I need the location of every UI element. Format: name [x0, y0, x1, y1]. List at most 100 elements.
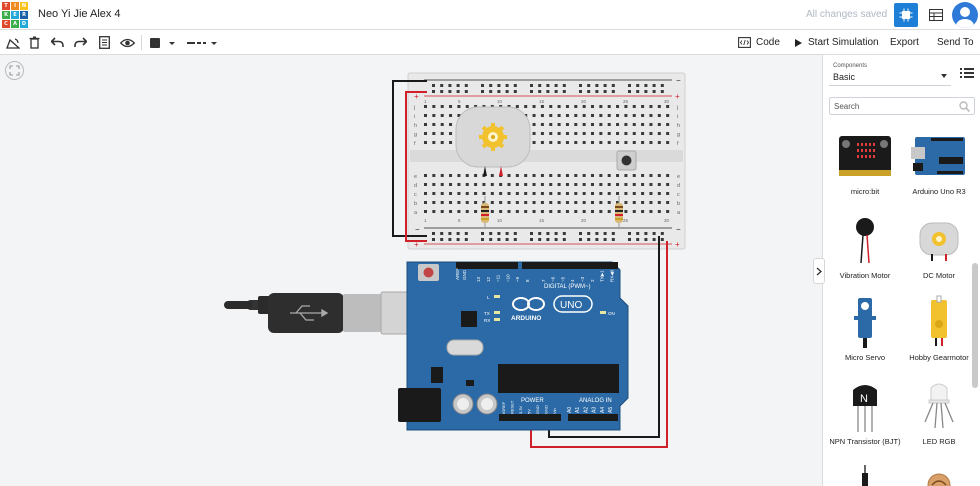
rail-hole[interactable]: [456, 90, 460, 93]
breadboard-hole[interactable]: [599, 114, 603, 117]
breadboard-hole[interactable]: [607, 114, 611, 117]
breadboard-hole[interactable]: [474, 174, 478, 177]
breadboard-hole[interactable]: [632, 192, 636, 195]
breadboard-hole[interactable]: [490, 192, 494, 195]
rail-hole[interactable]: [595, 238, 599, 241]
rail-hole[interactable]: [603, 84, 607, 87]
rail-hole[interactable]: [513, 238, 517, 241]
color-picker[interactable]: [147, 34, 179, 51]
rail-hole[interactable]: [546, 232, 550, 235]
breadboard-hole[interactable]: [649, 105, 653, 108]
breadboard-hole[interactable]: [449, 192, 453, 195]
breadboard-hole[interactable]: [540, 174, 544, 177]
rail-hole[interactable]: [448, 238, 452, 241]
rail-hole[interactable]: [652, 238, 656, 241]
breadboard-hole[interactable]: [616, 183, 620, 186]
breadboard-hole[interactable]: [557, 141, 561, 144]
wire-5v-arduino[interactable]: [530, 241, 668, 448]
breadboard-hole[interactable]: [624, 174, 628, 177]
rail-hole[interactable]: [562, 232, 566, 235]
breadboard-hole[interactable]: [591, 192, 594, 195]
breadboard-hole[interactable]: [457, 114, 461, 117]
breadboard-hole[interactable]: [565, 192, 569, 195]
breadboard-hole[interactable]: [524, 174, 528, 177]
breadboard-hole[interactable]: [432, 192, 436, 195]
rail-hole[interactable]: [636, 90, 640, 93]
breadboard-hole[interactable]: [607, 123, 611, 126]
circuit-view-button[interactable]: [894, 3, 918, 27]
breadboard-hole[interactable]: [599, 132, 603, 135]
breadboard-hole[interactable]: [666, 123, 670, 126]
breadboard-hole[interactable]: [607, 174, 611, 177]
breadboard-hole[interactable]: [449, 123, 453, 126]
breadboard-hole[interactable]: [432, 141, 436, 144]
rail-hole[interactable]: [440, 84, 444, 87]
user-avatar[interactable]: [952, 2, 978, 28]
breadboard-hole[interactable]: [641, 210, 645, 213]
breadboard-hole[interactable]: [582, 132, 586, 135]
component-microbit[interactable]: micro:bit: [827, 127, 903, 209]
breadboard-hole[interactable]: [591, 210, 594, 213]
breadboard-hole[interactable]: [465, 183, 469, 186]
rail-hole[interactable]: [432, 84, 435, 87]
breadboard-hole[interactable]: [649, 123, 653, 126]
breadboard-hole[interactable]: [657, 183, 661, 186]
wire-5v-rails[interactable]: [405, 91, 427, 242]
breadboard-hole[interactable]: [540, 183, 544, 186]
rail-hole[interactable]: [440, 238, 444, 241]
breadboard-hole[interactable]: [591, 123, 594, 126]
breadboard-hole[interactable]: [616, 105, 620, 108]
panel-scrollbar[interactable]: [972, 263, 978, 388]
rail-hole[interactable]: [497, 84, 501, 87]
rail-hole[interactable]: [644, 90, 648, 93]
rail-hole[interactable]: [554, 90, 558, 93]
breadboard-hole[interactable]: [457, 105, 461, 108]
breadboard-hole[interactable]: [599, 183, 603, 186]
breadboard-hole[interactable]: [465, 192, 469, 195]
breadboard-hole[interactable]: [549, 114, 553, 117]
breadboard-hole[interactable]: [565, 114, 569, 117]
breadboard-hole[interactable]: [557, 105, 561, 108]
rail-hole[interactable]: [481, 232, 484, 235]
breadboard-hole[interactable]: [440, 174, 444, 177]
list-view-toggle[interactable]: [960, 66, 974, 80]
rail-hole[interactable]: [505, 232, 509, 235]
breadboard-hole[interactable]: [599, 141, 603, 144]
breadboard-hole[interactable]: [490, 201, 494, 204]
rail-hole[interactable]: [448, 84, 452, 87]
breadboard-hole[interactable]: [649, 141, 653, 144]
breadboard-hole[interactable]: [499, 201, 503, 204]
wire-type-picker[interactable]: [186, 34, 220, 51]
breadboard-hole[interactable]: [424, 141, 427, 144]
rail-hole[interactable]: [456, 84, 460, 87]
rail-hole[interactable]: [432, 90, 435, 93]
breadboard-hole[interactable]: [532, 174, 536, 177]
breadboard-hole[interactable]: [540, 105, 544, 108]
project-title[interactable]: Neo Yi Jie Alex 4: [38, 8, 121, 20]
rail-hole[interactable]: [464, 90, 468, 93]
undo-button[interactable]: [48, 34, 66, 51]
breadboard-hole[interactable]: [499, 210, 503, 213]
breadboard-hole[interactable]: [666, 183, 670, 186]
rail-hole[interactable]: [595, 232, 599, 235]
breadboard-hole[interactable]: [465, 210, 469, 213]
rail-hole[interactable]: [464, 238, 468, 241]
breadboard-hole[interactable]: [557, 210, 561, 213]
breadboard-hole[interactable]: [657, 201, 661, 204]
breadboard-hole[interactable]: [515, 174, 519, 177]
breadboard-hole[interactable]: [591, 174, 594, 177]
breadboard-hole[interactable]: [424, 183, 427, 186]
rail-hole[interactable]: [513, 84, 517, 87]
rail-hole[interactable]: [579, 90, 582, 93]
rail-hole[interactable]: [587, 238, 591, 241]
rail-hole[interactable]: [603, 232, 607, 235]
breadboard[interactable]: − + − + − + − + j i h g f e d c b: [407, 72, 686, 250]
breadboard-hole[interactable]: [549, 105, 553, 108]
breadboard-hole[interactable]: [465, 201, 469, 204]
breadboard-hole[interactable]: [565, 210, 569, 213]
breadboard-hole[interactable]: [474, 210, 478, 213]
code-button[interactable]: Code: [734, 33, 784, 52]
rotate-button[interactable]: [4, 34, 22, 51]
usb-cable[interactable]: [224, 291, 438, 335]
breadboard-hole[interactable]: [599, 201, 603, 204]
